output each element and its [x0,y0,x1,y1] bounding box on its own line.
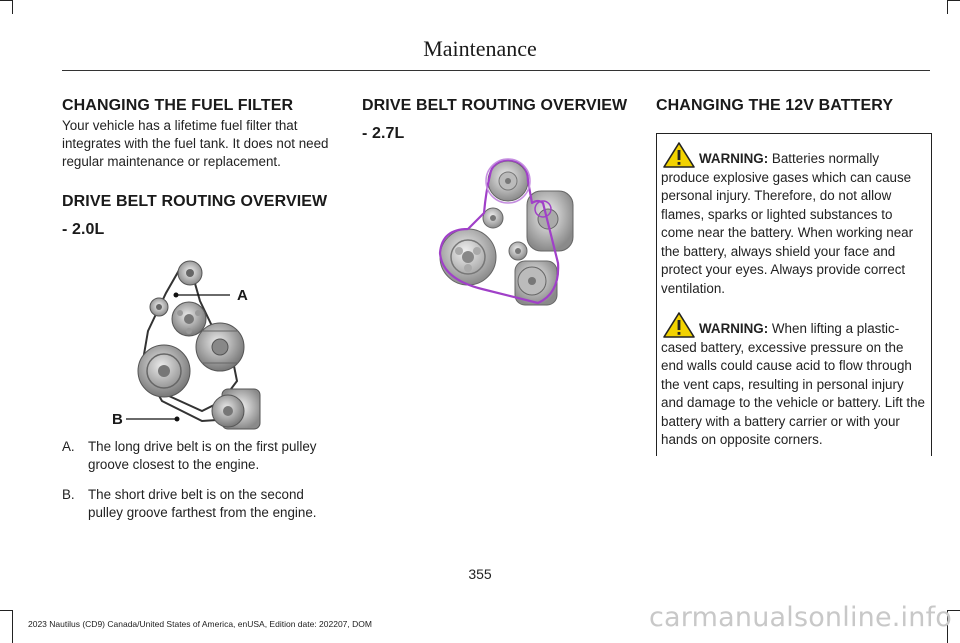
callout-item-a: A. The long drive belt is on the first p… [62,438,338,474]
belt-27-figure [362,153,638,313]
belt-20-label-a: A [237,287,248,304]
crankshaft-pulley [137,344,191,398]
belt-20-callout-list: A. The long drive belt is on the first p… [62,438,338,522]
belt-27-heading-line1: DRIVE BELT ROUTING OVERVIEW [362,97,628,114]
belt-20-figure: A B [62,251,338,441]
warning-body-1: Batteries normally produce explosive gas… [661,151,914,296]
crop-mark-top-left-v [12,0,13,14]
alternator-27 [526,190,574,252]
pulley-top [177,260,203,286]
pulley-idler-left [149,297,169,317]
warning-text-2: WARNING: When lifting a plastic-cased ba… [661,320,927,450]
belt-20-diagram [126,260,261,430]
right-column: CHANGING THE 12V BATTERY WARNING: Batter… [656,95,932,456]
left-column: CHANGING THE FUEL FILTER Your vehicle ha… [62,95,338,534]
belt-20-heading-line2: - 2.0L [62,221,105,238]
battery-warning-box: WARNING: Batteries normally produce expl… [656,133,932,456]
fuel-filter-heading: CHANGING THE FUEL FILTER [62,97,294,114]
page-header-title: Maintenance [423,36,537,61]
crop-mark-top-left [0,0,13,1]
crop-mark-bottom-right-v [947,610,948,643]
fuel-filter-body: Your vehicle has a lifetime fuel filter … [62,118,329,169]
warning-triangle-icon [663,142,695,168]
callout-item-b: B. The short drive belt is on the second… [62,486,338,522]
belt-27-routing [438,158,560,305]
belt-27-diagram [438,158,574,306]
edition-footer: 2023 Nautilus (CD9) Canada/United States… [28,619,372,629]
ac-compressor [211,388,261,430]
pulley-middle [171,301,207,337]
crankshaft-pulley-27 [439,228,497,286]
warning-body-2: When lifting a plastic-cased battery, ex… [661,321,926,447]
tensioner-pulley [508,241,528,261]
belt-27-highlight-top [485,158,531,204]
warning-label-2: WARNING: [699,321,769,336]
belt-20-label-b: B [112,411,123,428]
warning-block-1: WARNING: Batteries normally produce expl… [661,142,927,298]
callout-text-a: The long drive belt is on the first pull… [88,439,317,472]
crop-mark-bottom-left-v [12,610,13,643]
crop-mark-bottom-left [0,610,13,611]
belt-20-heading-line1: DRIVE BELT ROUTING OVERVIEW [62,193,328,210]
callout-key-a: A. [62,439,75,454]
header-rule [62,70,930,71]
middle-column: DRIVE BELT ROUTING OVERVIEW - 2.7L [362,95,638,313]
page-number: 355 [468,566,492,582]
compressor-27 [514,260,558,306]
alternator [195,322,245,372]
belt-27-highlight-idler [534,200,552,218]
callout-key-b: B. [62,487,75,502]
crop-mark-top-right-v [947,0,948,14]
crop-mark-top-right [947,0,960,1]
idler-pulley-small [482,207,504,229]
warning-text-1: WARNING: Batteries normally produce expl… [661,150,927,298]
warning-block-2: WARNING: When lifting a plastic-cased ba… [661,312,927,450]
battery-heading: CHANGING THE 12V BATTERY [656,97,894,114]
warning-label-1: WARNING: [699,151,769,166]
belt-27-heading-line2: - 2.7L [362,125,405,142]
warning-triangle-icon [663,312,695,338]
crop-mark-bottom-right [947,610,960,611]
watermark: carmanualsonline.info [649,602,952,633]
callout-text-b: The short drive belt is on the second pu… [88,487,317,520]
